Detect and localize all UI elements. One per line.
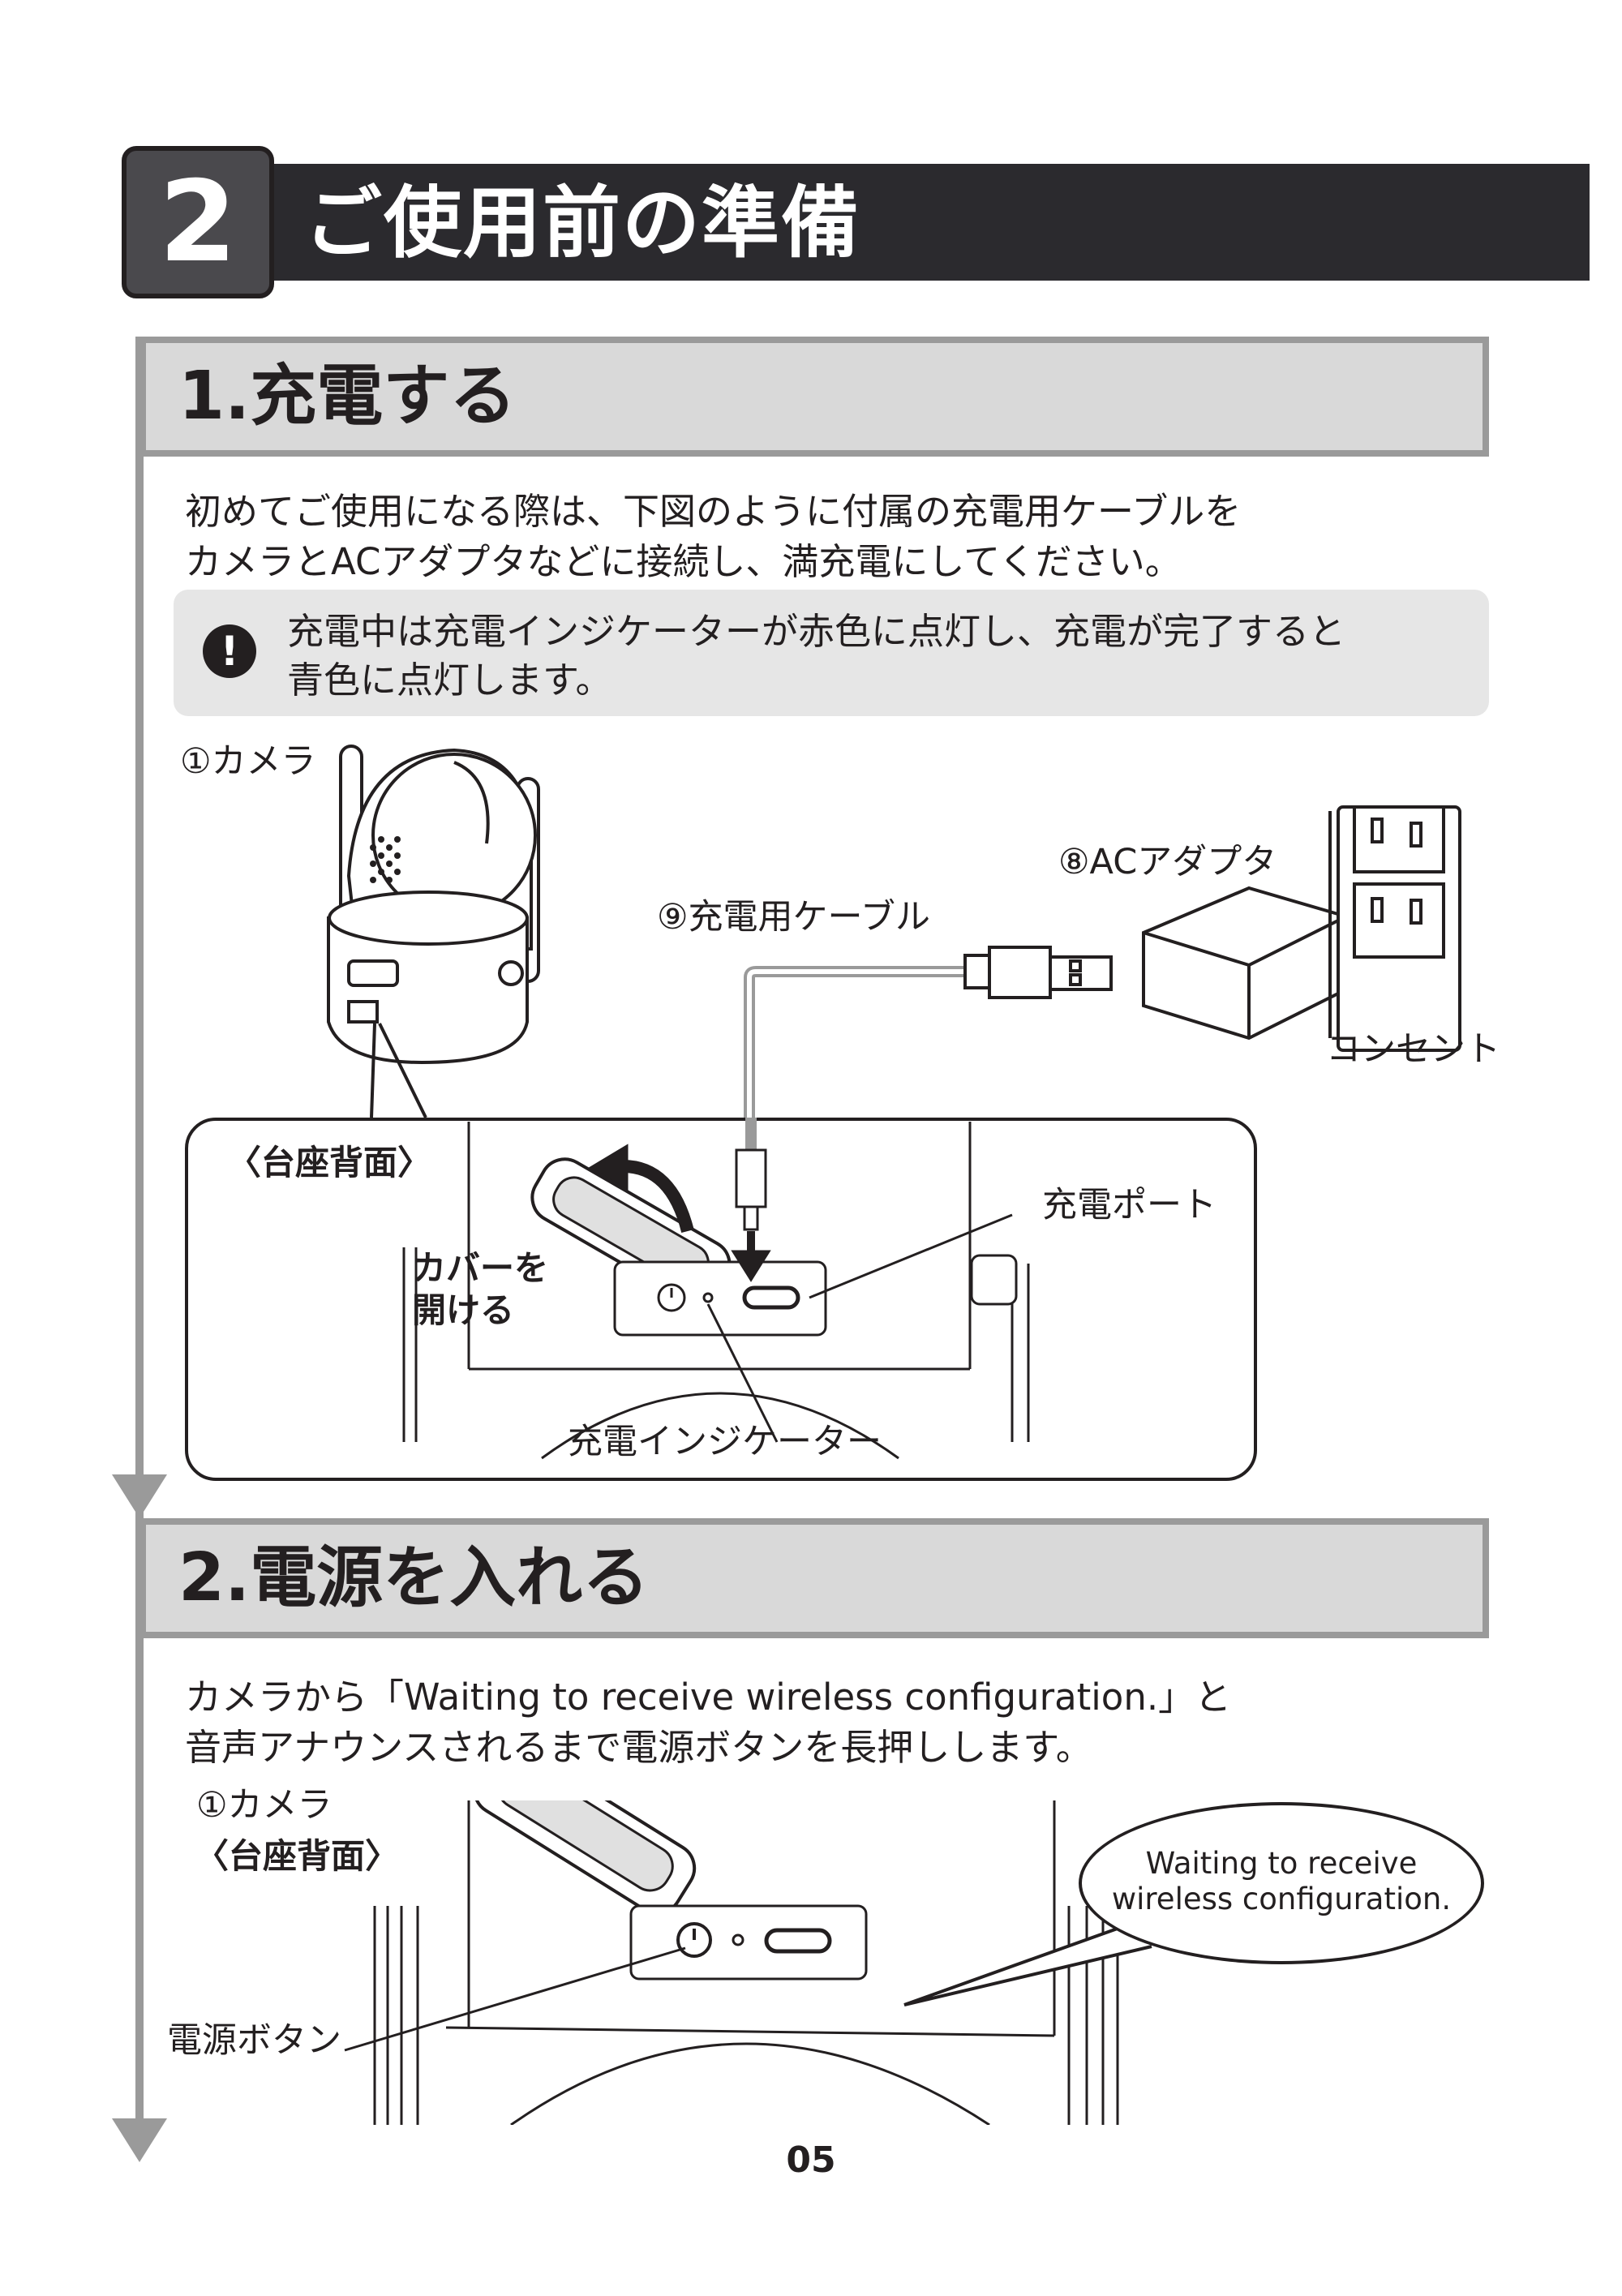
charge-port-label: 充電ポート: [1042, 1185, 1216, 1225]
power-on-illustration: [344, 1800, 1152, 2125]
voice-announcement-bubble: [1079, 1802, 1484, 1964]
charging-cable-label: ⑨充電用ケーブル: [657, 897, 930, 938]
exclamation-icon: !: [203, 624, 256, 678]
section-2-camera-label: ①カメラ: [196, 1785, 333, 1826]
section-1-header: [139, 337, 1489, 457]
caution-note-line-1: 充電中は充電インジケーターが赤色に点灯し、充電が完了すると: [287, 610, 1346, 653]
base-back-detail-illustration: [402, 1118, 1030, 1460]
section-1-title: 1.充電する: [178, 358, 517, 435]
open-cover-label-line-1: カバーを: [412, 1248, 549, 1288]
section-2-header: [139, 1518, 1489, 1638]
ac-adapter-label: ⑧ACアダプタ: [1058, 842, 1277, 882]
camera-label: ①カメラ: [180, 741, 316, 782]
base-back-label: 〈台座背面〉: [227, 1143, 432, 1182]
flow-line: [135, 337, 144, 2121]
section-2-intro-line-1: カメラから「Waiting to receive wireless config…: [185, 1676, 1232, 1719]
flow-arrow-down-icon: [112, 2118, 167, 2162]
bubble-text-line-2: wireless configuration.: [1111, 1882, 1452, 1916]
flow-arrow-down-icon: [112, 1474, 167, 1518]
chapter-number-badge: 2: [122, 146, 274, 298]
outlet-label: コンセント: [1326, 1029, 1500, 1070]
power-button-label: 電源ボタン: [167, 2020, 341, 2061]
section-2-base-back-label: 〈台座背面〉: [195, 1836, 400, 1876]
charging-illustration: [327, 745, 1461, 1119]
section-2-title: 2.電源を入れる: [178, 1539, 650, 1616]
section-2-intro-line-2: 音声アナウンスされるまで電源ボタンを長押しします。: [185, 1726, 1092, 1769]
open-cover-label-line-2: 開ける: [412, 1290, 515, 1330]
caution-note-line-2: 青色に点灯します。: [287, 659, 612, 702]
section-1-intro-line-1: 初めてご使用になる際は、下図のように付属の充電用ケーブルを: [185, 490, 1242, 533]
charge-indicator-label: 充電インジケーター: [568, 1422, 882, 1462]
chapter-title: ご使用前の準備: [304, 178, 860, 268]
bubble-text-line-1: Waiting to receive: [1145, 1846, 1418, 1881]
chapter-header-bar: [235, 164, 1590, 281]
page-number: 05: [786, 2139, 836, 2181]
caution-note-box: [174, 590, 1489, 716]
section-1-intro-line-2: カメラとACアダプタなどに接続し、満充電にしてください。: [185, 540, 1182, 583]
